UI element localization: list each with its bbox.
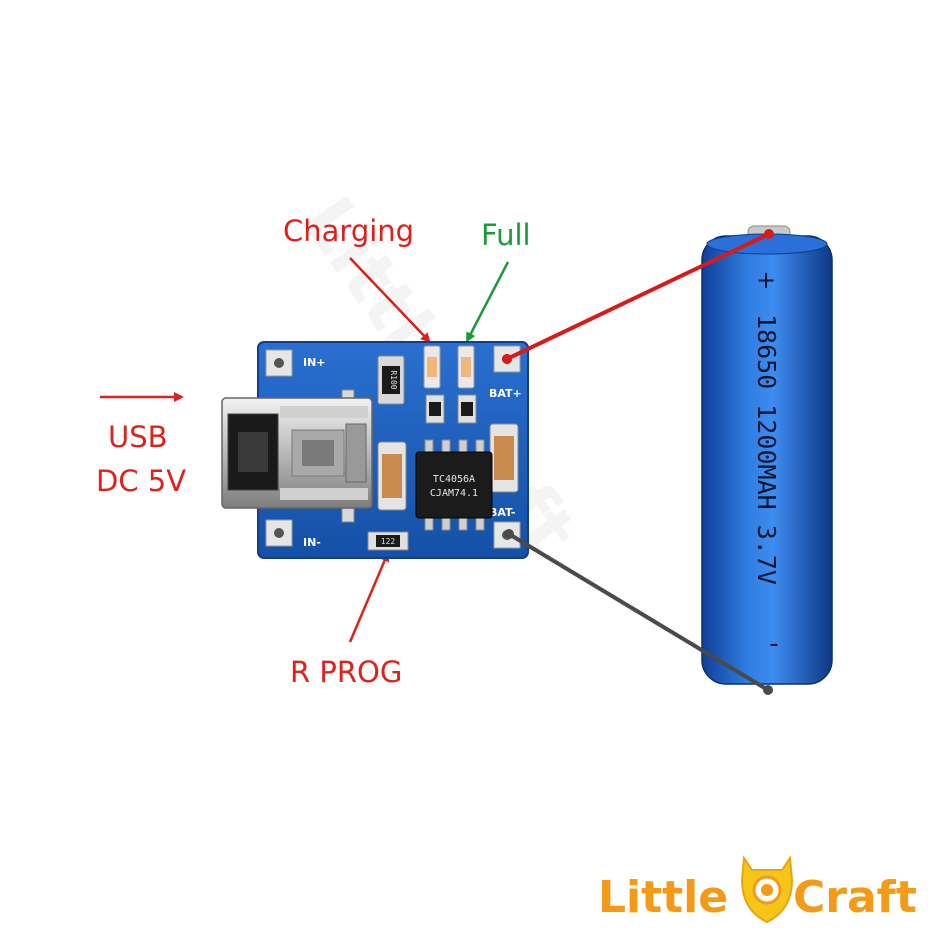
charging-label: Charging: [283, 214, 414, 248]
resistor-r100-label: R100: [389, 370, 398, 389]
logo-owl-icon: [740, 855, 794, 924]
full-arrow: [466, 261, 510, 343]
bat-plus-wire-end-battery: [764, 229, 774, 239]
silk-bat-minus: BAT-: [489, 506, 516, 519]
bat-plus-wire: [506, 232, 770, 361]
mini-usb-connector: [221, 397, 373, 509]
chip-marking-1: TC4056A: [433, 474, 475, 485]
logo-text-little: Little: [598, 872, 728, 923]
dc-voltage-label: DC 5V: [96, 464, 186, 498]
bat-minus-wire-end-battery: [763, 685, 773, 695]
chip-pins: [424, 439, 485, 531]
logo-text-craft: Craft: [793, 872, 917, 923]
battery-label: 18650 1200MAH 3.7V: [752, 314, 781, 585]
full-label: Full: [481, 218, 531, 252]
battery-plus-mark: +: [756, 266, 776, 294]
charger-ic: [415, 451, 493, 519]
rprog-label: R PROG: [290, 655, 402, 689]
silk-in-minus: IN-: [303, 536, 321, 549]
battery-minus-mark: -: [769, 629, 778, 659]
silk-in-plus: IN+: [303, 356, 326, 369]
chip-marking-2: CJAM74.1: [430, 488, 478, 499]
bat-plus-wire-end-board: [502, 354, 512, 364]
usb-label: USB: [108, 420, 168, 454]
littlecraft-logo: Little Craft: [598, 855, 917, 924]
rprog-arrow: [348, 551, 390, 643]
bat-minus-wire-end-board: [504, 529, 514, 539]
bat-minus-wire: [507, 532, 770, 692]
battery-18650: + 18650 1200MAH 3.7V -: [701, 225, 833, 685]
rprog-resistor-label: 122: [381, 537, 396, 546]
charging-arrow: [349, 257, 431, 343]
tp4056-module: IN+ IN- BAT+ BAT- R100: [221, 341, 529, 559]
silk-bat-plus: BAT+: [489, 387, 522, 400]
